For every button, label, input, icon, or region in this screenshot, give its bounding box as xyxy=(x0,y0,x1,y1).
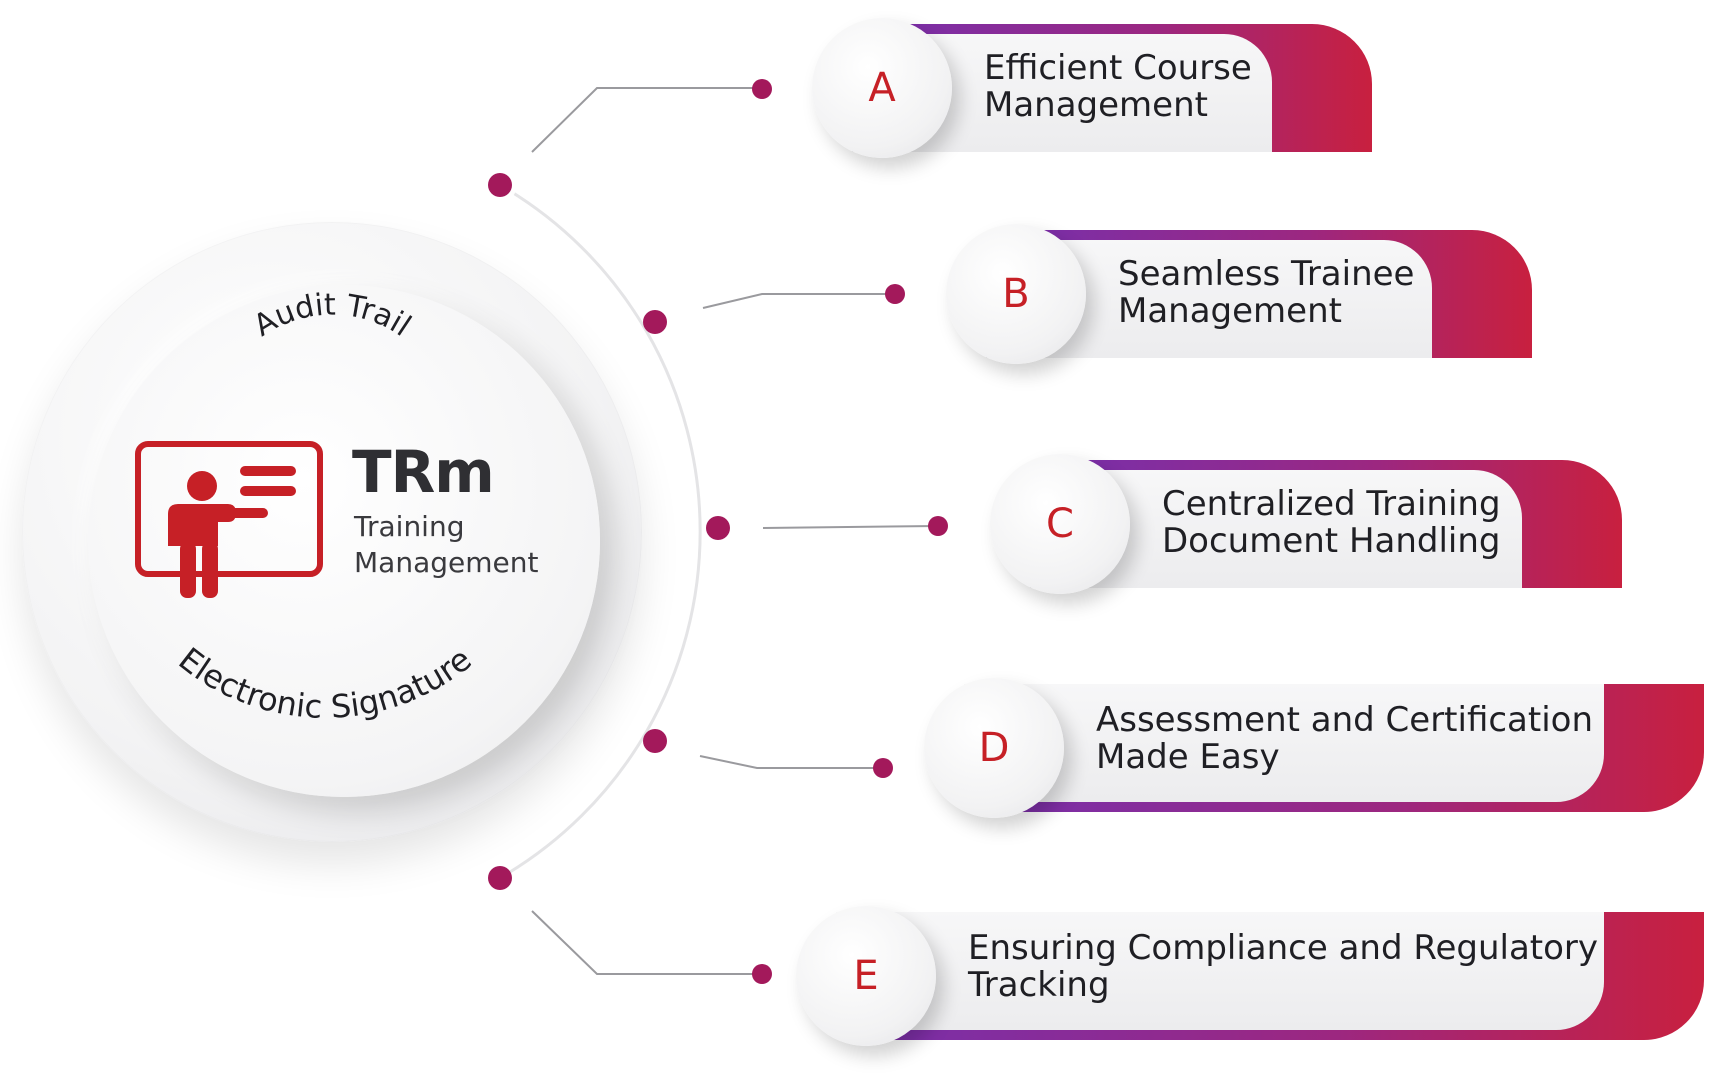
audit-trail-label: Audit Trail xyxy=(248,288,417,344)
card-title: Centralized Training Document Handling xyxy=(1162,486,1501,560)
card-title: Seamless Trainee Management xyxy=(1118,256,1414,330)
card-body xyxy=(964,684,1604,802)
card-letter: A xyxy=(868,65,896,111)
card-badge: D xyxy=(924,678,1064,818)
card-title: Efficient Course Management xyxy=(984,50,1252,124)
card-title-line-1: Efficient Course xyxy=(984,48,1252,88)
feature-card-c: C Centralized Training Document Handling xyxy=(990,454,1622,594)
card-body xyxy=(836,912,1604,1030)
card-title-line-1: Assessment and Certification xyxy=(1096,700,1594,740)
connector-d xyxy=(699,755,882,769)
brand-subtitle-line-2: Management xyxy=(354,546,539,579)
dot-e-arc xyxy=(488,866,512,890)
brand-title: TRm xyxy=(352,438,495,506)
feature-card-d: D Assessment and Certification Made Easy xyxy=(924,678,1704,818)
card-badge: B xyxy=(946,224,1086,364)
card-title-line-2: Management xyxy=(1118,291,1342,331)
card-title-line-2: Management xyxy=(984,85,1208,125)
dot-b-end xyxy=(885,284,905,304)
dot-c-end xyxy=(928,516,948,536)
card-title-line-2: Document Handling xyxy=(1162,521,1501,561)
feature-card-e: E Ensuring Compliance and Regulatory Tra… xyxy=(796,906,1704,1046)
presenter-board-icon xyxy=(135,441,323,598)
dot-d-arc xyxy=(643,729,667,753)
card-title-line-2: Tracking xyxy=(968,965,1110,1005)
dot-b-arc xyxy=(643,310,667,334)
dot-a-end xyxy=(752,79,772,99)
card-title-line-2: Made Easy xyxy=(1096,737,1280,777)
card-badge: A xyxy=(812,18,952,158)
feature-card-b: B Seamless Trainee Management xyxy=(946,224,1532,364)
card-letter: B xyxy=(1002,271,1030,317)
card-letter: E xyxy=(853,953,879,999)
dot-d-end xyxy=(873,758,893,778)
card-title-line-1: Ensuring Compliance and Regulatory xyxy=(968,928,1599,968)
card-title-line-1: Centralized Training xyxy=(1162,484,1501,524)
connector-a xyxy=(531,87,760,153)
brand-subtitle-line-1: Training xyxy=(354,510,465,543)
card-badge: E xyxy=(796,906,936,1046)
outer-arc xyxy=(499,183,702,880)
connector-b xyxy=(702,293,893,309)
card-letter: D xyxy=(978,725,1010,771)
electronic-signature-label: Electronic Signature xyxy=(172,640,479,726)
card-title: Assessment and Certification Made Easy xyxy=(1096,702,1593,776)
card-title-line-1: Seamless Trainee xyxy=(1118,254,1415,294)
dot-a-arc xyxy=(488,173,512,197)
dot-e-end xyxy=(752,964,772,984)
dot-c-arc xyxy=(706,516,730,540)
connector-e xyxy=(531,910,760,975)
card-title: Ensuring Compliance and Regulatory Track… xyxy=(968,930,1598,1004)
card-badge: C xyxy=(990,454,1130,594)
feature-card-a: A Efficient Course Management xyxy=(812,18,1372,158)
card-letter: C xyxy=(1046,501,1074,547)
connector-c xyxy=(762,525,938,529)
connector-dots xyxy=(483,79,948,984)
